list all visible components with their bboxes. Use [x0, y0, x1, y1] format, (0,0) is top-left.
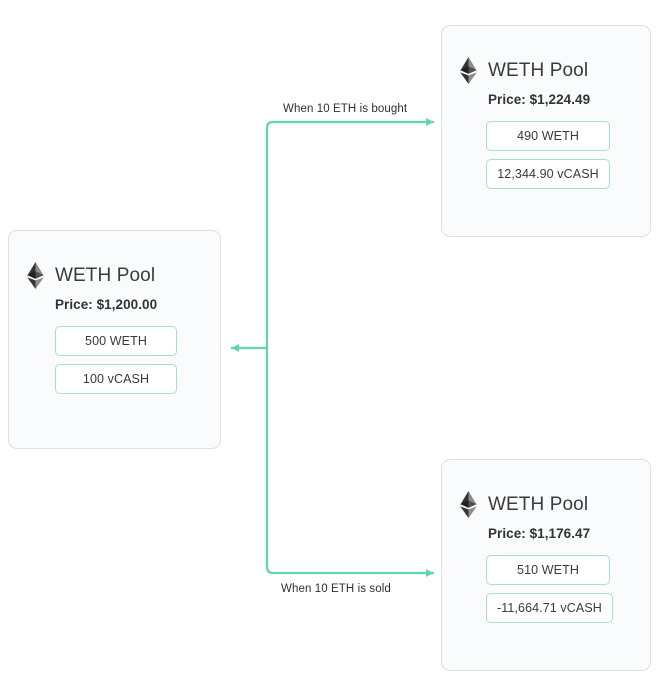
card-price: Price: $1,200.00 — [55, 297, 158, 312]
reserve-pill: 100 vCASH — [55, 364, 177, 394]
ethereum-icon — [27, 262, 44, 289]
edge-label-bought: When 10 ETH is bought — [283, 103, 408, 115]
edge-label-sold: When 10 ETH is sold — [281, 583, 391, 595]
pool-card-bought: WETH Pool Price: $1,224.49 490 WETH 12,3… — [441, 25, 651, 237]
pool-card-base: WETH Pool Price: $1,200.00 500 WETH 100 … — [8, 230, 221, 449]
reserve-pill: -11,664.71 vCASH — [486, 593, 613, 623]
ethereum-icon — [460, 491, 477, 518]
card-title: WETH Pool — [488, 59, 589, 81]
card-header: WETH Pool — [9, 231, 220, 289]
reserve-pill: 500 WETH — [55, 326, 177, 356]
card-price: Price: $1,224.49 — [488, 92, 591, 107]
ethereum-icon — [460, 57, 477, 84]
edge-to-bought — [265, 118, 434, 348]
card-price: Price: $1,176.47 — [488, 526, 591, 541]
card-title: WETH Pool — [488, 493, 589, 515]
card-header: WETH Pool — [442, 460, 650, 518]
edge-to-sold — [265, 348, 434, 577]
reserve-list: 490 WETH 12,344.90 vCASH — [442, 121, 650, 189]
reserve-pill: 510 WETH — [486, 555, 610, 585]
reserve-pill: 12,344.90 vCASH — [486, 159, 610, 189]
card-title: WETH Pool — [55, 264, 156, 286]
card-header: WETH Pool — [442, 26, 650, 84]
reserve-list: 500 WETH 100 vCASH — [9, 326, 220, 394]
pool-card-sold: WETH Pool Price: $1,176.47 510 WETH -11,… — [441, 459, 651, 671]
reserve-pill: 490 WETH — [486, 121, 610, 151]
reserve-list: 510 WETH -11,664.71 vCASH — [442, 555, 650, 623]
